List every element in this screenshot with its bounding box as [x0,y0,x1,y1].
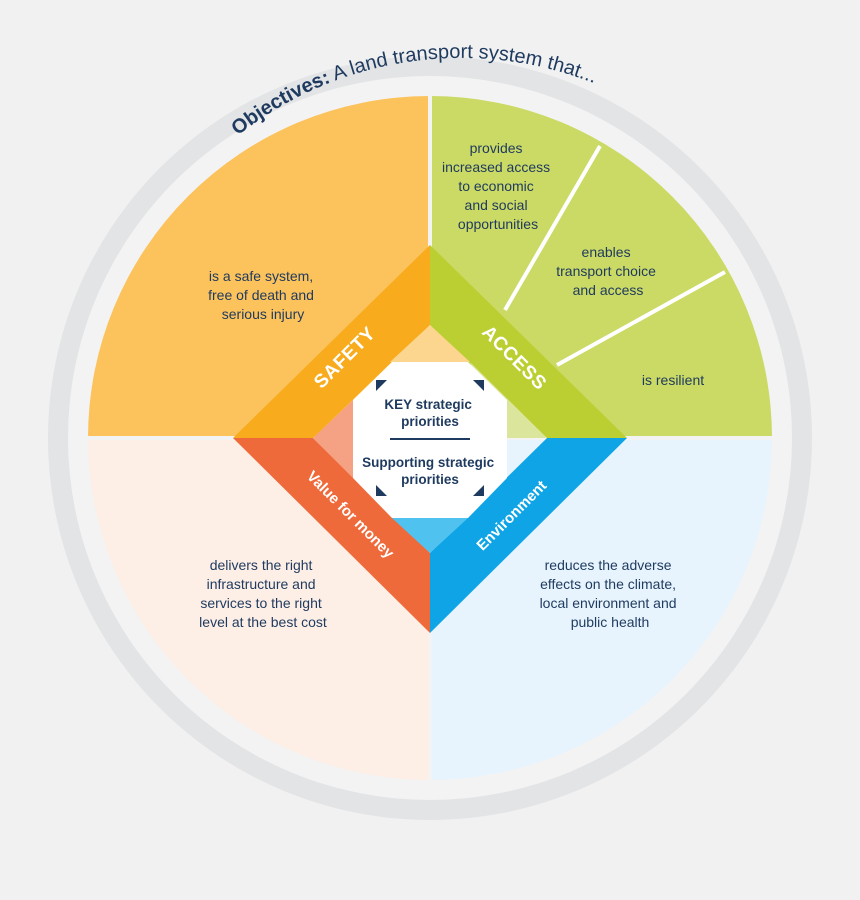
inner-safety-top [390,325,470,362]
inner-access-section [470,362,547,438]
arrow-bottom-left [376,485,387,496]
value-for-money-description: delivers the right infrastructure and se… [199,557,327,630]
value-for-money-band [233,438,430,633]
environment-band [430,438,627,633]
arrow-bottom-right [473,485,484,496]
access-segment-1-description: provides increased access to economic an… [442,140,554,232]
access-divider-1 [503,144,602,312]
access-segment-2-description: enables transport choice and access [556,244,660,298]
arrow-top-right [473,380,484,391]
safety-band [233,245,430,438]
access-segment-3-description: is resilient [642,372,704,388]
arrow-top-left [376,380,387,391]
inner-value-section [313,400,353,478]
access-divider-2 [556,270,726,367]
environment-description: reduces the adverse effects on the clima… [540,557,681,630]
safety-description: is a safe system, free of death and seri… [208,268,318,322]
supporting-priorities-text: Supporting strategic priorities [362,455,498,487]
inner-environment-section [392,518,468,553]
access-band [430,245,627,438]
key-priorities-text: KEY strategic priorities [384,397,475,429]
